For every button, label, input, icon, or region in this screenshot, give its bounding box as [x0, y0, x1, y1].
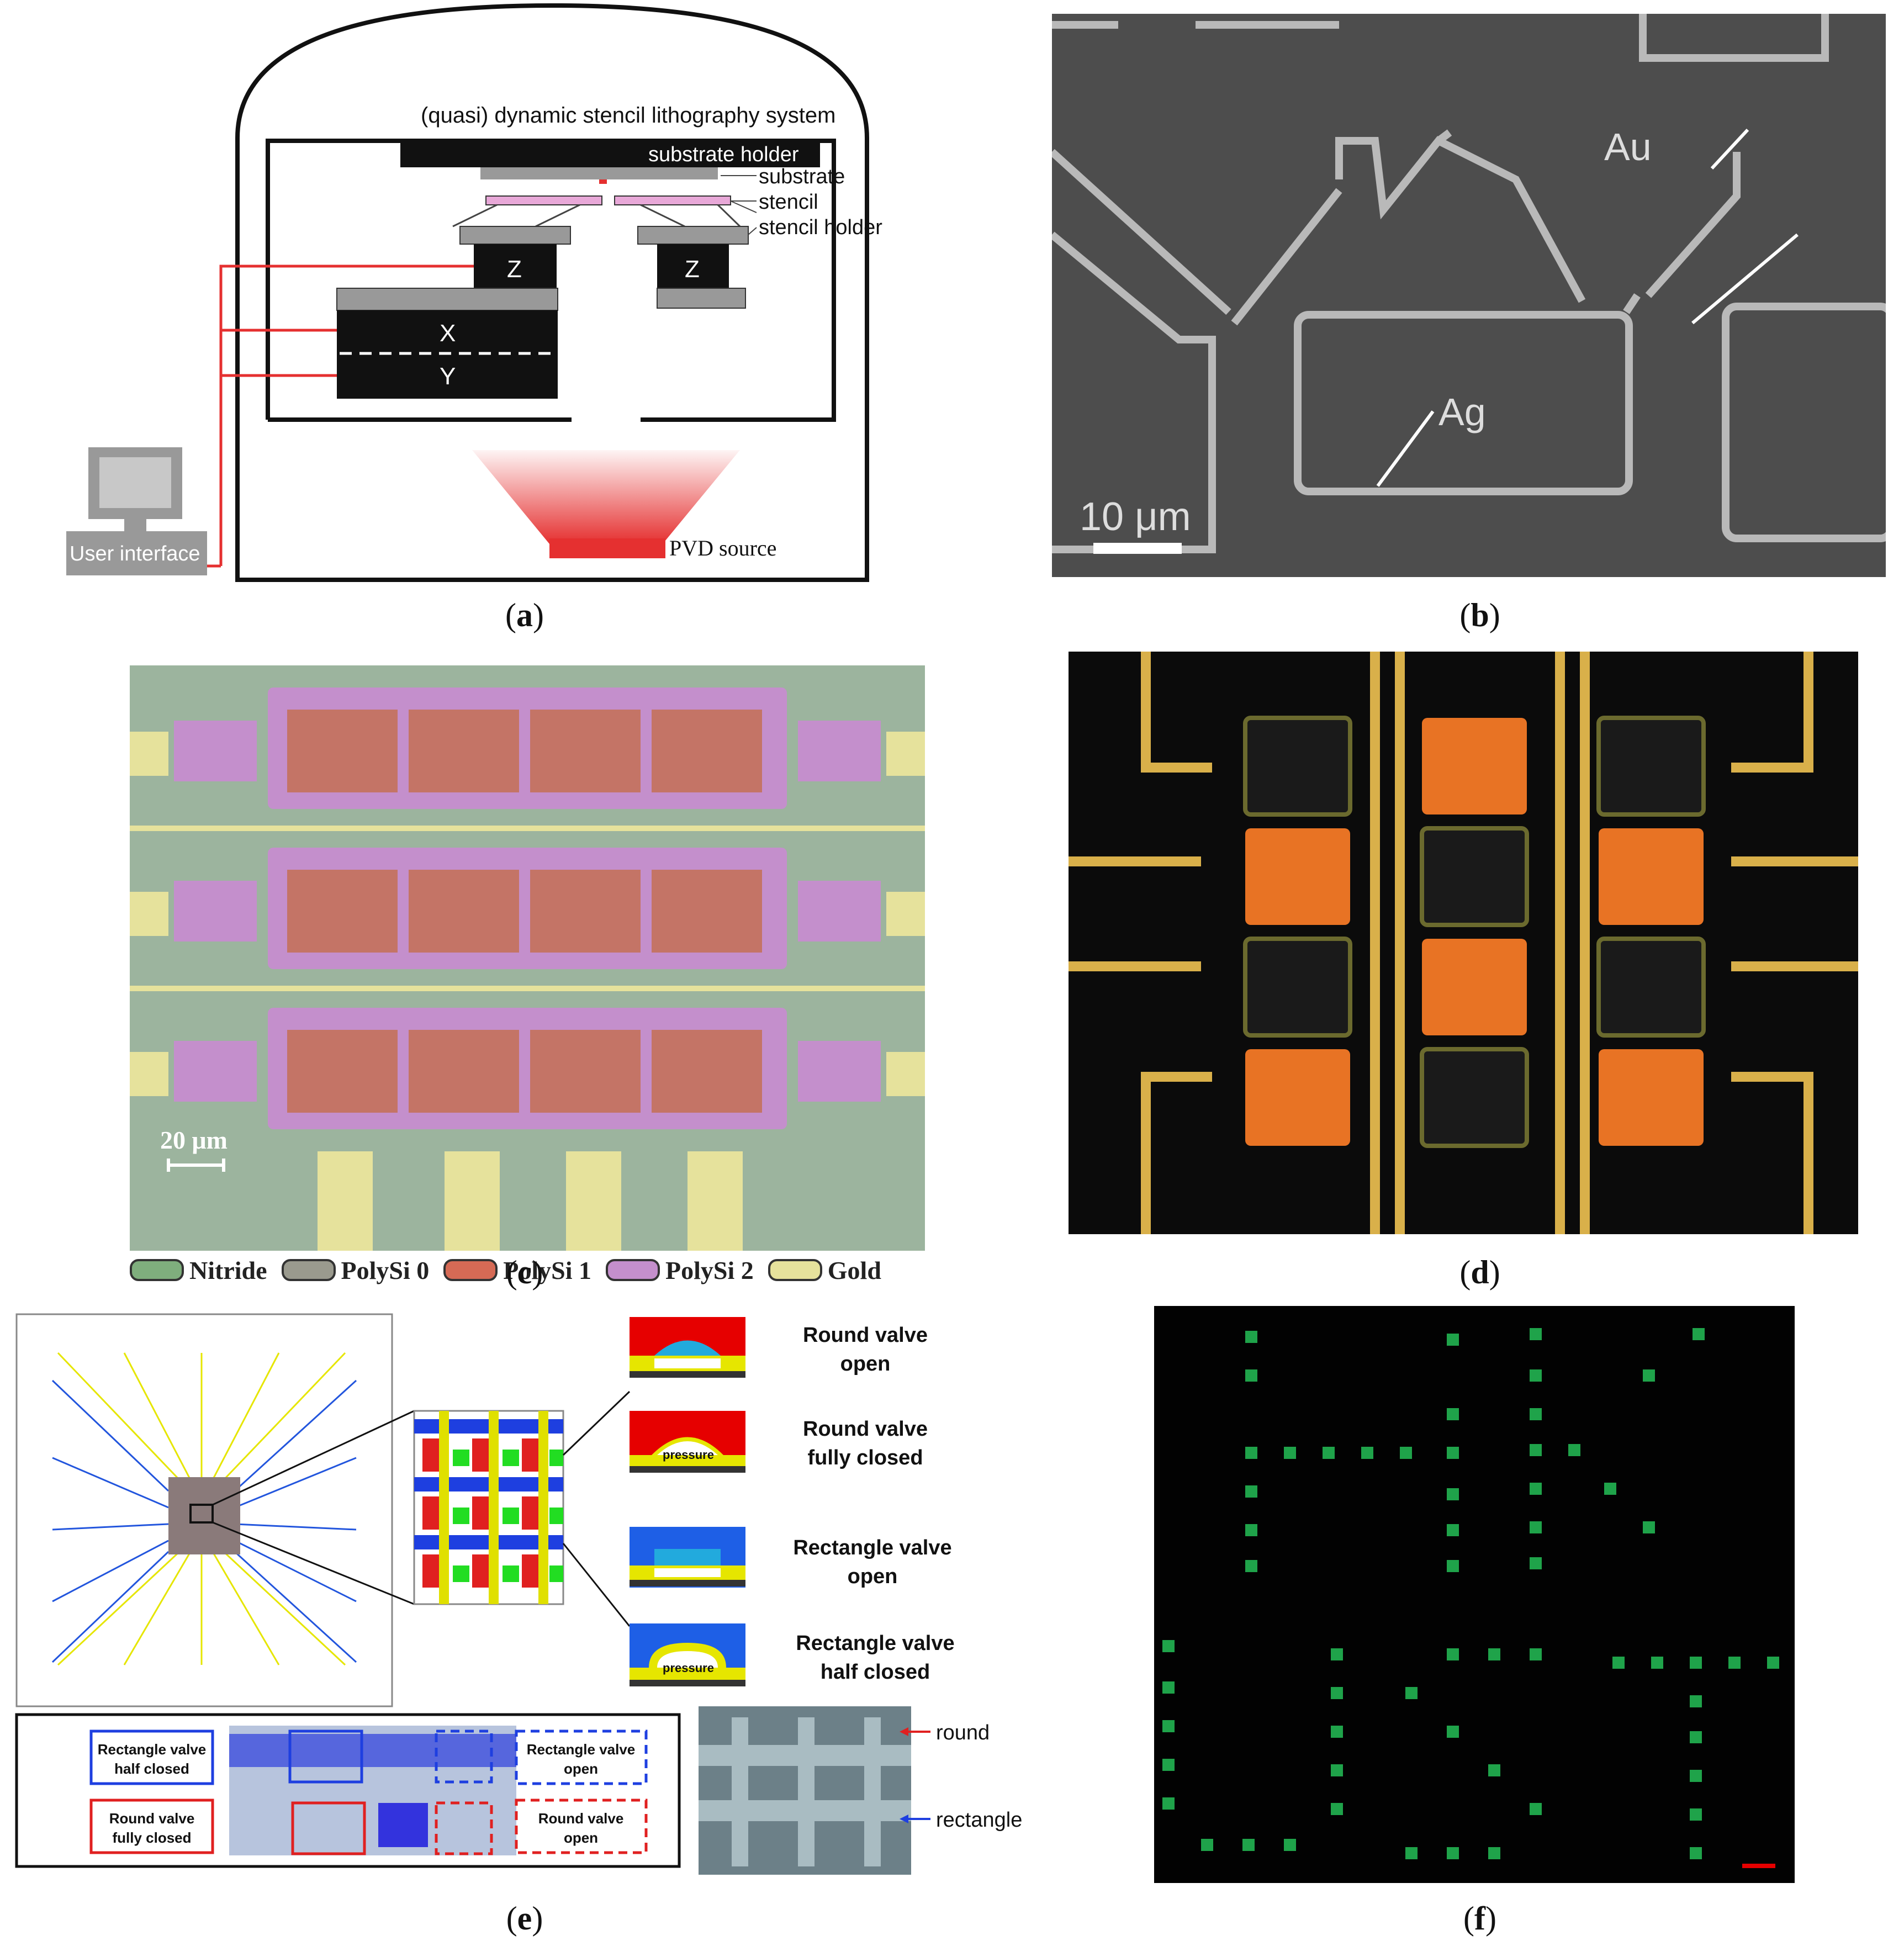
z-left-label: Z [507, 256, 522, 283]
box-round-open-l2: open [564, 1829, 598, 1846]
legend-item: PolySi 2 [606, 1256, 754, 1285]
y-label: Y [440, 363, 456, 390]
pvd-source-label: PVD source [669, 536, 776, 560]
au-label: Au [1604, 125, 1652, 168]
pressure-label-1: pressure [663, 1448, 714, 1462]
panel-f-fluorescence [1154, 1306, 1795, 1883]
legend-item: Gold [768, 1256, 881, 1285]
legend-swatch [281, 1259, 336, 1281]
round-closed-l2: fully closed [807, 1446, 923, 1469]
rect-half-l2: half closed [821, 1660, 930, 1684]
legend-swatch [606, 1259, 660, 1281]
box-rect-open-l1: Rectangle valve [527, 1741, 636, 1758]
caption-c: (c) [506, 1254, 543, 1290]
user-interface-label: User interface [70, 542, 200, 565]
rect-open-l1: Rectangle valve [793, 1536, 951, 1559]
panel-c-mems-image: 20 μm Nitride PolySi 0 PolySi 1 PolySi 2 Gol… [130, 665, 925, 1287]
stencil-label: stencil [759, 191, 818, 214]
legend-label: PolySi 0 [341, 1256, 430, 1284]
rect-open-l2: open [848, 1565, 898, 1588]
panel-d-micrograph [1069, 652, 1858, 1234]
x-label: X [440, 320, 456, 347]
caption-d: (d) [1459, 1254, 1500, 1290]
legend-label: Nitride [189, 1256, 267, 1284]
legend-swatch [130, 1259, 184, 1281]
box-round-open-l1: Round valve [538, 1810, 624, 1827]
box-rect-open-l2: open [564, 1760, 598, 1777]
stencil-holder-label: stencil holder [759, 216, 882, 239]
substrate-holder-label: substrate holder [648, 143, 799, 166]
panel-e-valve-array: pressure pressure Round valve open Round… [14, 1309, 1046, 1886]
legend-item: Nitride [130, 1256, 267, 1285]
panel-a-stencil-system: (quasi) dynamic stencil lithography syst… [55, 0, 994, 585]
caption-e: (e) [506, 1900, 543, 1937]
round-open-l2: open [840, 1352, 891, 1376]
caption-b: (b) [1459, 597, 1500, 633]
legend-swatch [443, 1259, 498, 1281]
rect-half-l1: Rectangle valve [796, 1632, 954, 1655]
scale-bar-label-c: 20 μm [160, 1126, 228, 1154]
box-rect-half-l2: half closed [114, 1760, 189, 1777]
round-closed-l1: Round valve [803, 1417, 928, 1441]
ag-label: Ag [1438, 390, 1486, 433]
panel-b-sem-image: Au Ag 10 μm [1052, 14, 1886, 577]
z-right-label: Z [685, 256, 700, 283]
legend-swatch [768, 1259, 822, 1281]
round-open-l1: Round valve [803, 1324, 928, 1347]
round-arrow-label: round [936, 1721, 990, 1744]
caption-a: (a) [505, 597, 544, 633]
legend-label: PolySi 1 [503, 1256, 592, 1284]
legend-label: Gold [827, 1256, 881, 1284]
legend-label: PolySi 2 [665, 1256, 754, 1284]
legend-item: PolySi 0 [281, 1256, 430, 1285]
rectangle-arrow-label: rectangle [936, 1808, 1022, 1832]
substrate-label: substrate [759, 165, 845, 188]
caption-f: (f) [1463, 1900, 1496, 1937]
legend: Nitride PolySi 0 PolySi 1 PolySi 2 Gold [130, 1253, 925, 1287]
system-title: (quasi) dynamic stencil lithography syst… [421, 103, 835, 128]
legend-item: PolySi 1 [443, 1256, 591, 1285]
scale-bar-label: 10 μm [1080, 495, 1191, 539]
pressure-label-2: pressure [663, 1661, 714, 1675]
box-rect-half-l1: Rectangle valve [98, 1741, 207, 1758]
box-round-full-l2: fully closed [112, 1829, 191, 1846]
box-round-full-l1: Round valve [109, 1810, 195, 1827]
